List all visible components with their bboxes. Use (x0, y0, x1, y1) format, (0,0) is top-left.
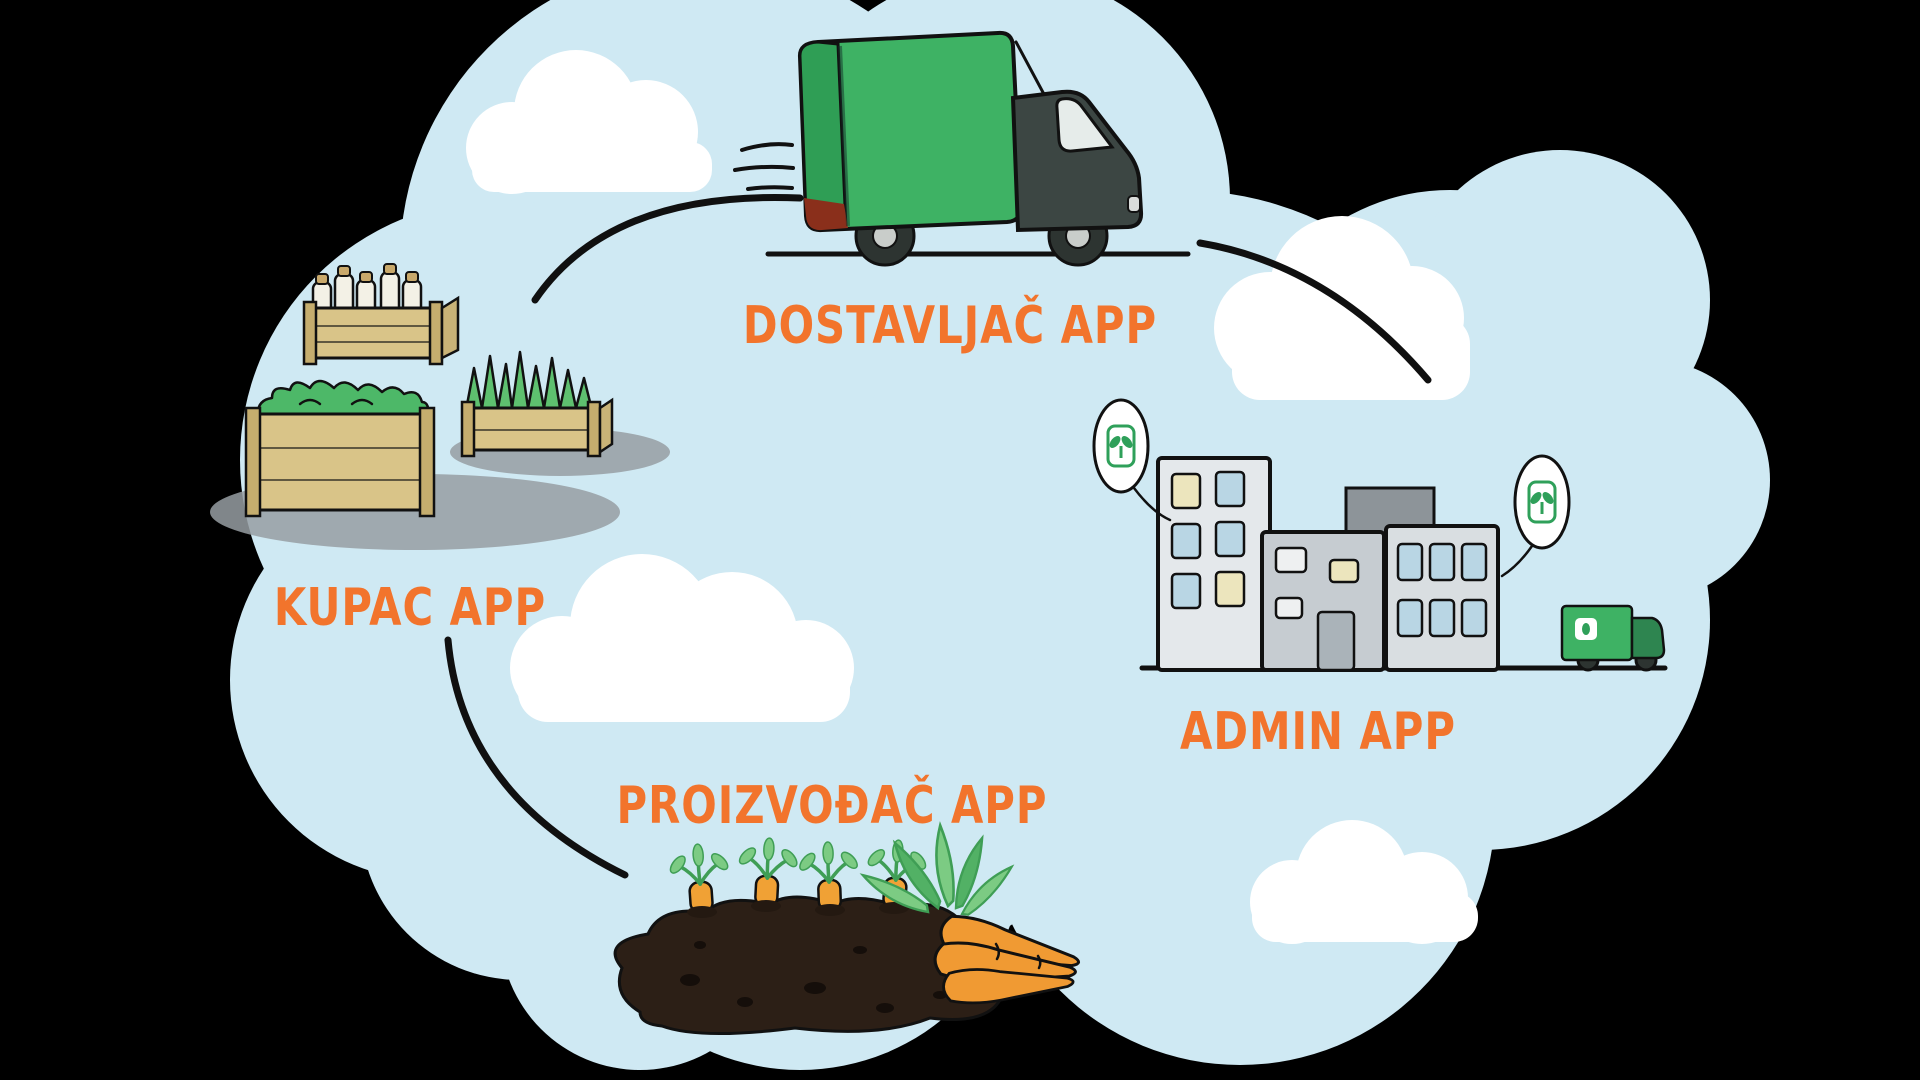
arrow-crates-to-truck (531, 193, 804, 304)
small-delivery-truck (1560, 604, 1666, 672)
label-admin-app: ADMIN APP (1180, 702, 1456, 763)
produce-crates-illustration (210, 263, 670, 550)
delivery-truck-illustration (733, 30, 1191, 267)
building-middle (1260, 530, 1386, 672)
app-bubble-right (1500, 454, 1571, 578)
cloud-bottom-right (1250, 820, 1478, 944)
app-sprout-icon (1105, 424, 1137, 468)
garden-illustration (613, 824, 1085, 1035)
cabbage-crate (244, 379, 436, 518)
city-buildings-illustration (1092, 398, 1668, 672)
arrow-truck-to-buildings (1196, 239, 1432, 384)
cloud-top-left (466, 50, 712, 194)
arrow-kupac-to-garden (444, 636, 629, 879)
app-sprout-icon (1526, 480, 1558, 524)
harvested-carrots (859, 824, 1085, 1006)
cloud-top-right (1214, 216, 1470, 400)
greens-crate (460, 350, 614, 458)
label-kupac-app: KUPAC APP (273, 578, 547, 639)
milk-bottle-crate (302, 263, 460, 366)
label-dostavljac-app: DOSTAVLJAČ APP (742, 296, 1158, 357)
cloud-mid-left (510, 554, 854, 722)
building-left (1156, 456, 1272, 672)
app-bubble-left (1092, 398, 1172, 522)
building-right (1384, 524, 1500, 672)
label-proizvodac-app: PROIZVOĐAČ APP (616, 776, 1048, 837)
